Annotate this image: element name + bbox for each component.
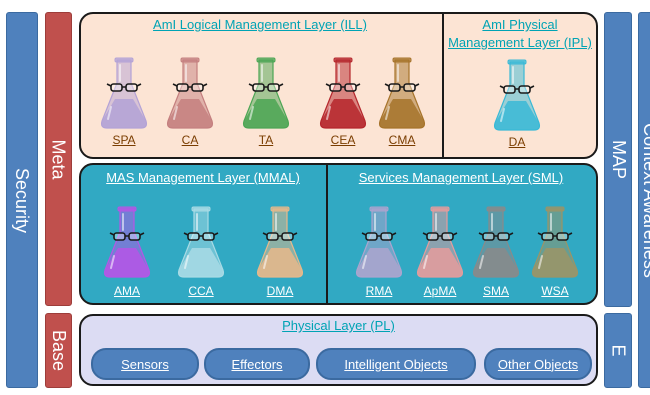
ill-ipl-divider	[442, 14, 444, 157]
wsa-agent-label: WSA	[541, 284, 569, 298]
mmal-sml-divider	[326, 165, 328, 303]
sma-agent-label: SMA	[482, 284, 509, 298]
ta-agent-label: TA	[258, 133, 274, 147]
security-label: Security	[12, 167, 33, 233]
dma-agent-flask-icon	[254, 206, 306, 280]
ipl-title-line2: Management Layer (IPL)	[448, 35, 592, 50]
pl-item-intelligent-objects: Intelligent Objects	[316, 348, 476, 380]
rma-agent-label: RMA	[365, 284, 393, 298]
ipl-title-line1: AmI Physical	[482, 17, 558, 32]
e-label: E	[608, 344, 629, 357]
pl-title: Physical Layer (PL)	[282, 318, 395, 333]
pl-item-sensors: Sensors	[91, 348, 199, 380]
da-agent-flask-icon	[491, 59, 543, 133]
ama-agent-flask-icon	[101, 206, 153, 280]
security-bar: Security	[6, 12, 38, 388]
wsa-agent-flask-icon	[529, 206, 581, 280]
apma-agent-flask-icon	[414, 206, 466, 280]
map-label: MAP	[608, 139, 629, 180]
dma-agent-label: DMA	[266, 284, 294, 298]
rma-agent-flask-icon	[353, 206, 405, 280]
ta-agent-flask-icon	[240, 57, 292, 131]
cma-agent-label: CMA	[388, 133, 416, 147]
mmal-title: MAS Management Layer (MMAL)	[106, 170, 300, 185]
ca-agent-label: CA	[181, 133, 199, 147]
cca-agent-label: CCA	[188, 284, 214, 298]
meta-bar: Meta	[45, 12, 72, 306]
cma-agent-flask-icon	[376, 57, 428, 131]
context-awareness-label: Context Awareness	[639, 122, 650, 278]
cea-agent-flask-icon	[317, 57, 369, 131]
pl-item-other-objects: Other Objects	[484, 348, 592, 380]
spa-agent-flask-icon	[98, 57, 150, 131]
sma-agent-flask-icon	[470, 206, 522, 280]
pl-item-effectors: Effectors	[204, 348, 310, 380]
cea-agent-label: CEA	[330, 133, 356, 147]
cca-agent-flask-icon	[175, 206, 227, 280]
base-label: Base	[49, 329, 69, 372]
base-bar: Base	[45, 313, 72, 388]
context-awareness-bar: Context Awareness	[638, 12, 650, 388]
ill-title: AmI Logical Management Layer (ILL)	[153, 17, 367, 32]
ca-agent-flask-icon	[164, 57, 216, 131]
ama-agent-label: AMA	[113, 284, 140, 298]
sml-title: Services Management Layer (SML)	[358, 170, 564, 185]
e-bar: E	[604, 313, 632, 388]
spa-agent-label: SPA	[112, 133, 136, 147]
map-bar: MAP	[604, 12, 632, 307]
meta-label: Meta	[49, 138, 69, 180]
apma-agent-label: ApMA	[423, 284, 457, 298]
da-agent-label: DA	[508, 135, 526, 149]
